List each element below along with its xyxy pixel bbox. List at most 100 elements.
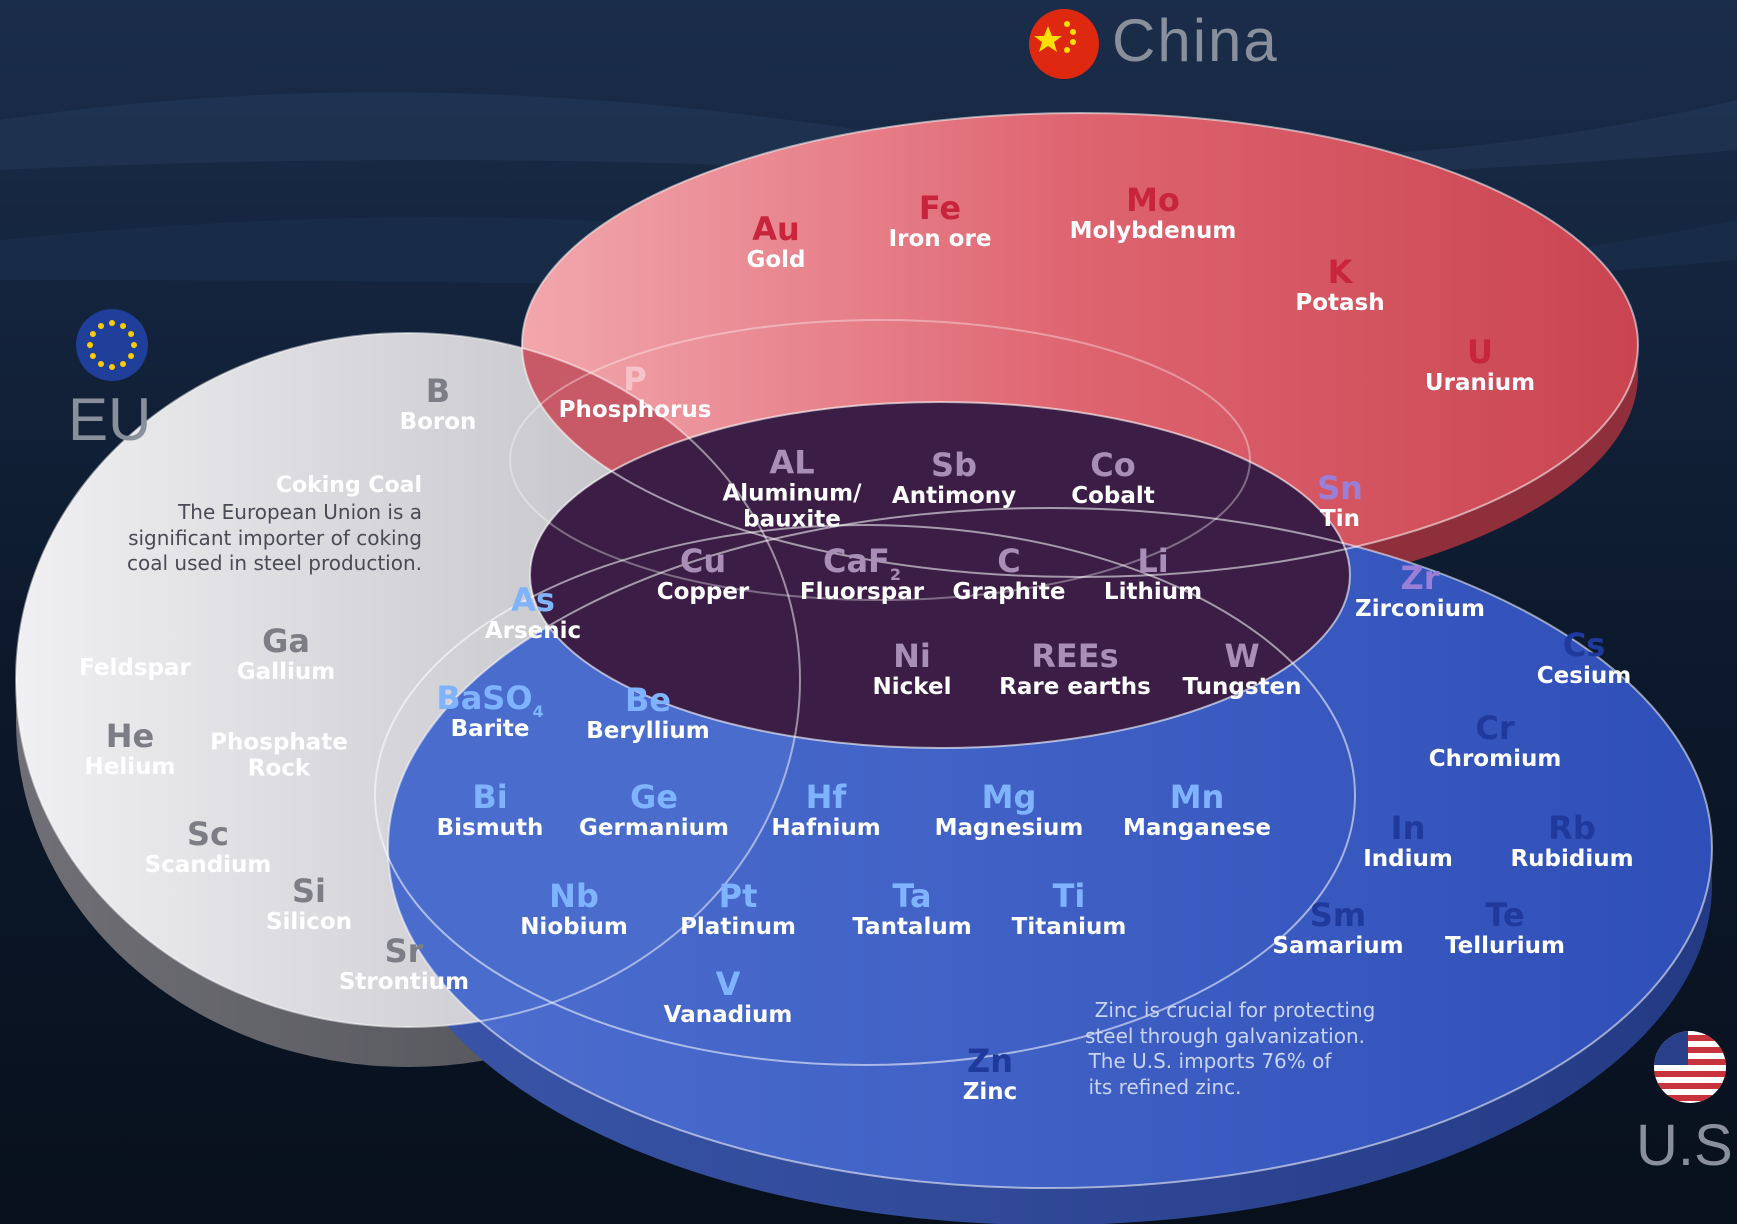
mineral-symbol: Mg [935,778,1084,817]
mineral-symbol: Ge [579,778,729,817]
eu-star [120,322,126,329]
mineral-symbol-text: Ti [1052,877,1086,916]
mineral-symbol: Sc [145,816,272,853]
mineral-symbol-text: AL [769,443,815,482]
mineral-symbol-text: Rb [1548,809,1596,848]
coking-coal-line: The European Union is a [178,500,422,525]
mineral-name: Samarium [1272,933,1404,960]
mineral-symbol-text: Au [752,210,800,249]
mineral-name: Rare earths [999,674,1151,701]
china-title: China [1112,7,1279,74]
mineral-symbol-text: Co [1090,446,1136,485]
mineral-symbol-text: Te [1485,896,1525,935]
zinc-note-line: steel through galvanization. [1085,1023,1365,1048]
mineral-symbol: K [1295,253,1384,292]
china-outline [521,112,1639,578]
mineral-name: Gold [746,247,806,274]
mineral-name: Zirconium [1355,596,1485,623]
mineral-feldspar: Feldspar [79,655,191,682]
mineral-symbol-text: Cr [1475,709,1515,748]
mineral-name: Cobalt [1071,483,1155,510]
mineral-symbol-text: REEs [1031,637,1119,676]
eu-star [98,361,104,368]
us-flag-icon [1654,1031,1726,1103]
mineral-symbol: V [664,966,793,1003]
mineral-symbol: B [400,372,477,411]
mineral-name: Chromium [1428,746,1562,773]
mineral-name: Copper [656,579,750,606]
mineral-symbol-text: B [425,372,451,411]
mineral-symbol-text: Hf [805,778,847,817]
mineral-symbol-text: BaSO [436,679,533,718]
mineral-name: Antimony [891,483,1017,510]
eu-star [109,320,115,326]
mineral-symbol-text: P [623,360,647,399]
mineral-symbol: Pt [680,877,796,916]
mineral-symbol-text: Li [1137,542,1169,581]
mineral-symbol: He [85,718,176,755]
mineral-symbol-text: Ge [630,778,678,817]
eu-us-inner-outline [374,524,1356,1066]
mineral-name: Tellurium [1445,933,1565,960]
mineral-symbol: Hf [771,778,880,817]
mineral-symbol-text: Mg [981,778,1037,817]
mineral-name: Silicon [265,909,353,936]
mineral-name: Barite [450,716,530,743]
mineral-symbol: Zn [963,1042,1018,1081]
mineral-symbol-text: Fe [918,189,962,228]
mineral-symbol: W [1182,638,1301,675]
mineral-symbol: BaSO4 [436,679,543,720]
eu-star [98,322,104,329]
mineral-symbol-text: Ga [262,622,310,661]
eu-star [120,361,126,368]
mineral-symbol-text: Sm [1309,896,1367,935]
mineral-symbol-text: Mn [1169,778,1225,817]
mineral-symbol-text: Sn [1317,469,1363,508]
mineral-symbol: Sr [339,933,469,970]
mineral-name: Graphite [952,579,1066,606]
mineral-symbol-text: As [511,581,555,620]
mineral-name: Tantalum [852,914,972,941]
mineral-name: Tin [1320,506,1360,533]
mineral-symbol: In [1363,809,1453,848]
mineral-name: Germanium [579,815,729,842]
mineral-name: Potash [1295,290,1385,317]
eu-star [128,353,135,359]
mineral-name: Helium [84,754,176,781]
mineral-symbol-text: Mo [1126,181,1180,220]
mineral-symbol-text: Zn [967,1042,1013,1081]
mineral-name: Bismuth [436,815,544,842]
mineral-symbol: REEs [999,637,1151,676]
mineral-symbol-text: Nb [549,877,599,916]
mineral-symbol-text: Ni [893,637,931,676]
mineral-symbol: P [559,360,712,399]
mineral-symbol: Ti [1012,877,1127,916]
mineral-symbol-text: Cs [1562,626,1606,665]
us-outline [387,507,1713,1189]
mineral-symbol-text: K [1327,253,1353,292]
mineral-symbol-text: Pt [718,877,758,916]
mineral-name: Beryllium [586,718,710,745]
mineral-symbol: Fe [889,189,992,228]
mineral-symbol-text: In [1390,809,1426,848]
mineral-symbol-text: Bi [472,778,508,817]
